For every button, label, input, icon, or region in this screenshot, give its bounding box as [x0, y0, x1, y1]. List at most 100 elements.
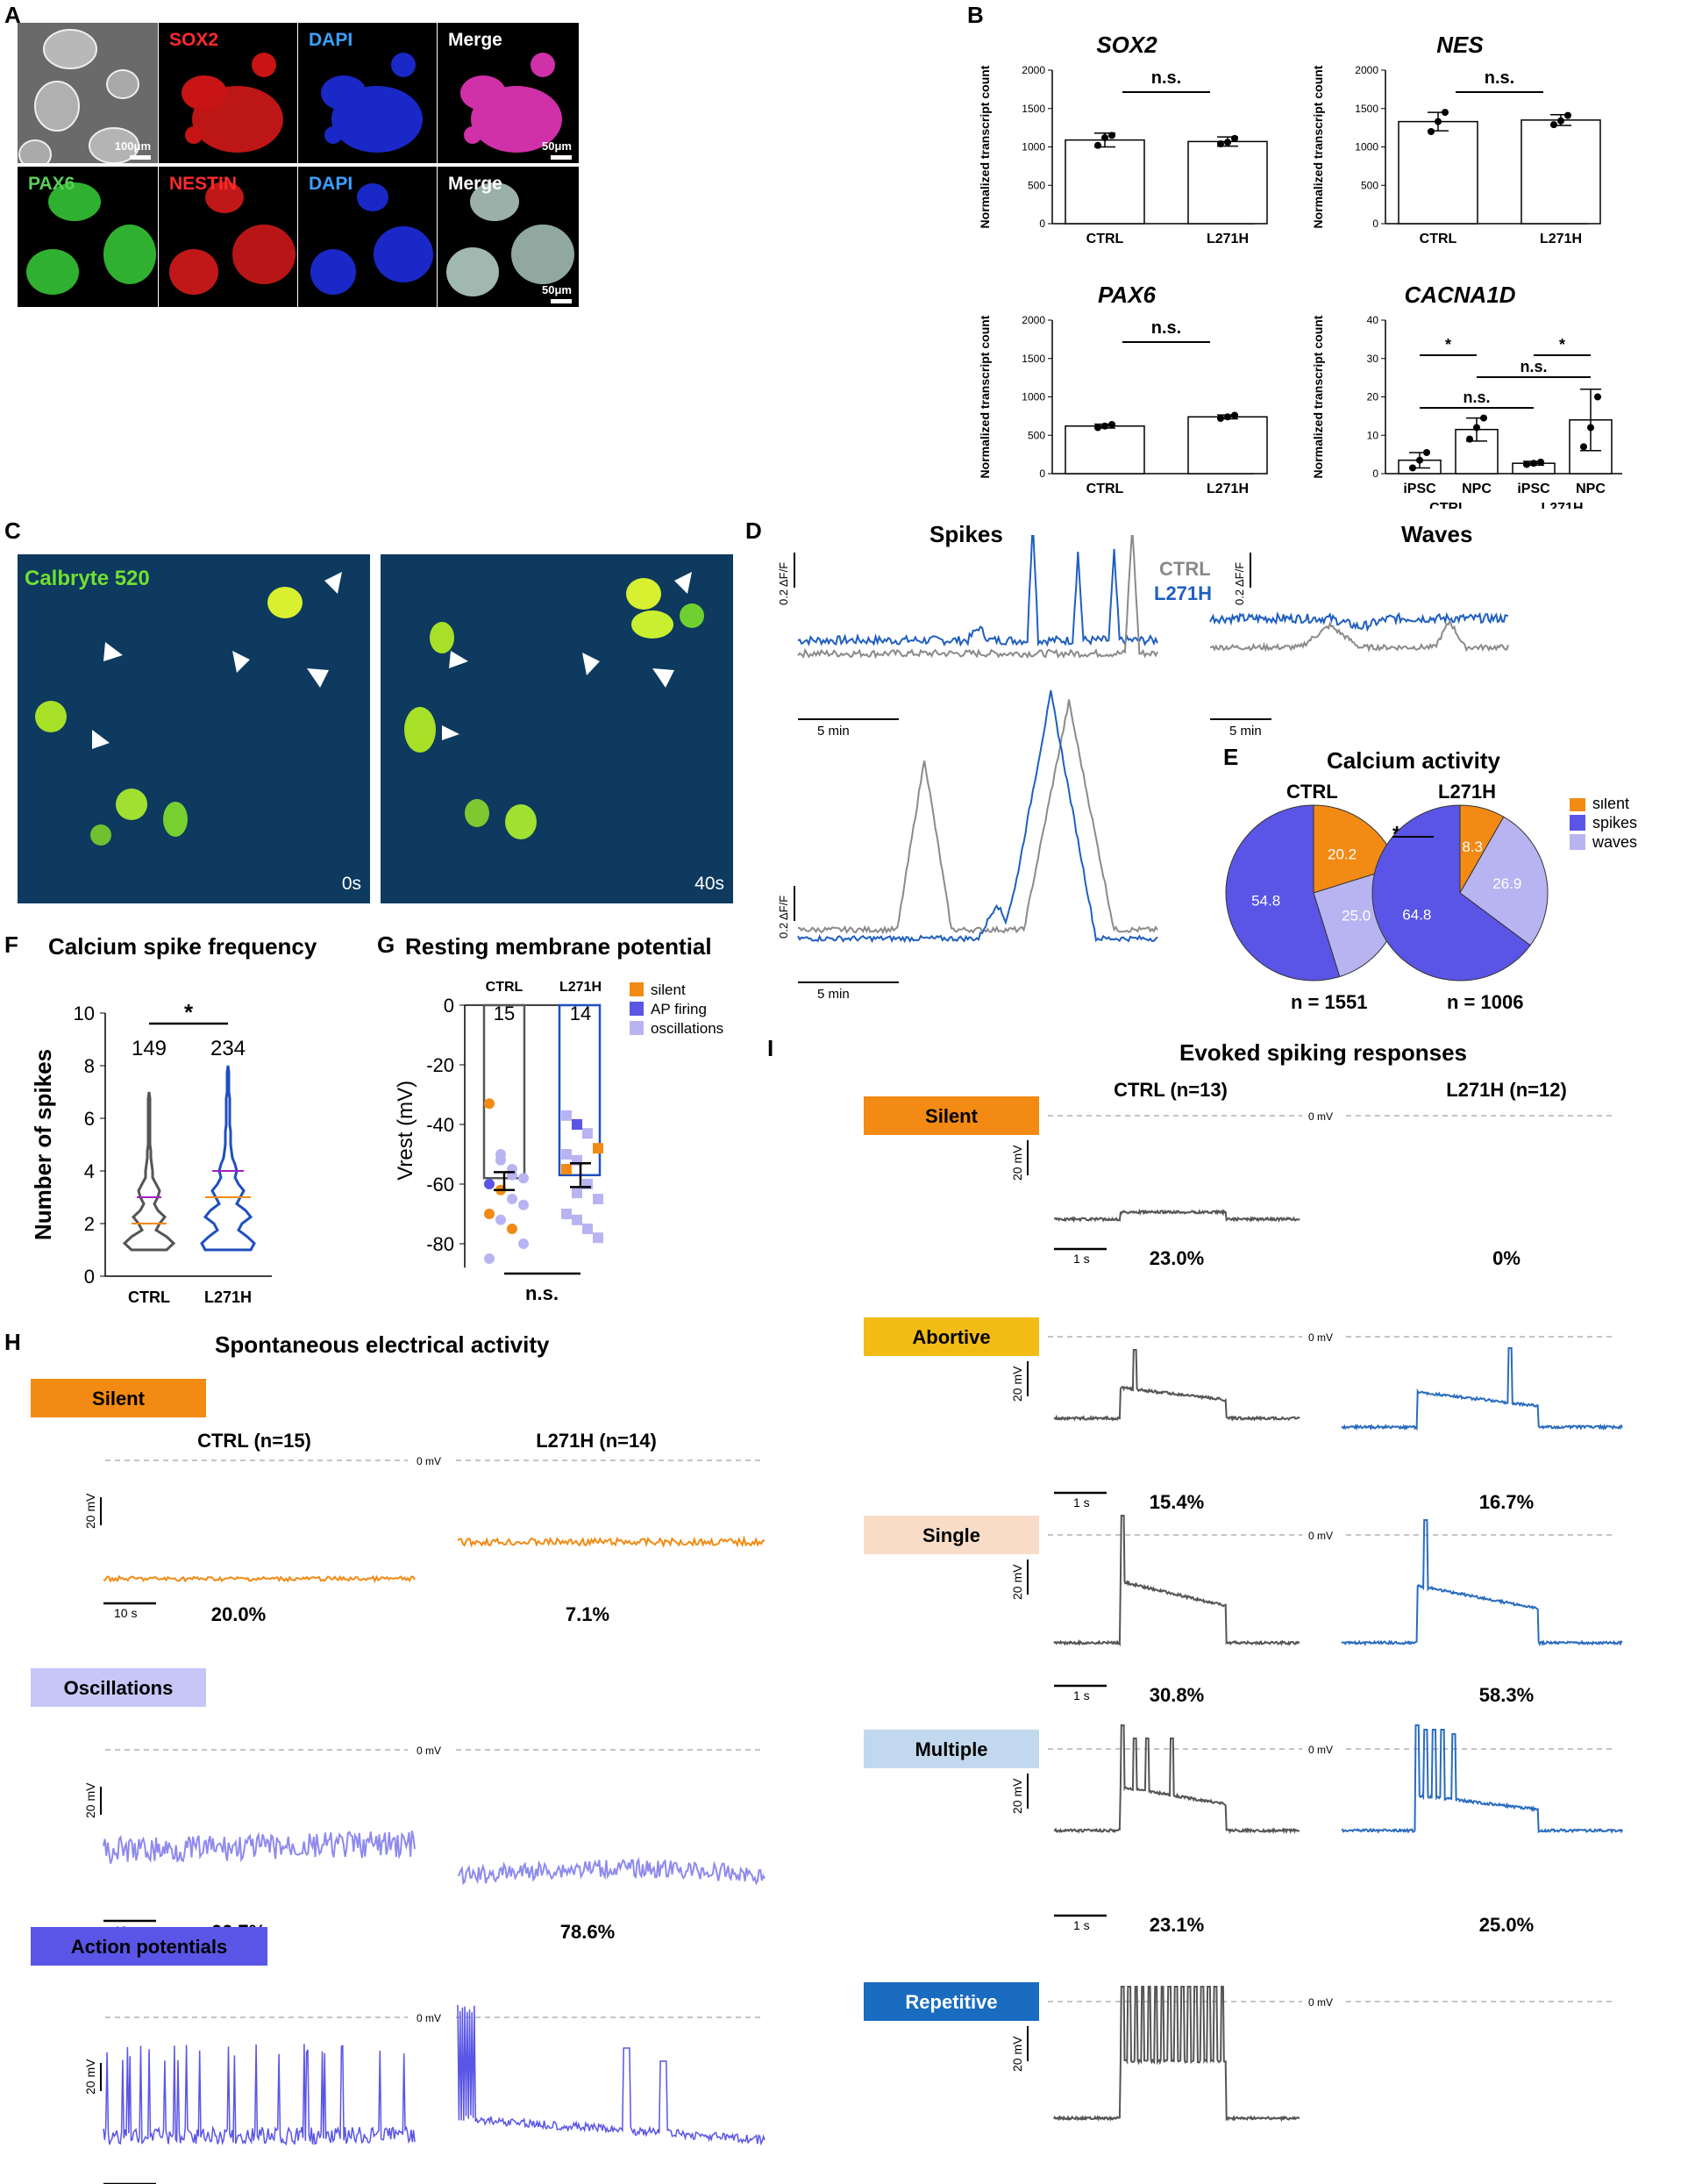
pie-left-n: n = 1551 — [1291, 991, 1368, 1013]
n-label: 234 — [210, 1037, 246, 1060]
row-label: Oscillations — [64, 1677, 174, 1699]
dapi-label-bottom: DAPI — [309, 174, 353, 194]
y-tick-label: 2000 — [1022, 314, 1045, 326]
data-point — [495, 1154, 506, 1166]
scale-bar — [130, 155, 151, 160]
x-scale-label: 1 s — [1073, 1918, 1090, 1932]
data-point — [582, 1224, 593, 1234]
percent-ctrl: 23.0% — [1150, 1247, 1204, 1269]
legend-ctrl: CTRL — [1159, 558, 1211, 580]
ns-label: n.s. — [525, 1282, 559, 1304]
group-label: L271H — [1541, 501, 1583, 509]
row-label-box — [864, 1982, 1039, 2021]
y-scale-label: 20 mV — [83, 1782, 97, 1818]
y-tick-label: 1000 — [1022, 391, 1045, 403]
y-scale-label: 20 mV — [83, 1493, 97, 1529]
y-tick-label: 500 — [1361, 179, 1378, 191]
y-axis-label: Normalized transcript count — [1311, 65, 1325, 228]
y-scale-label: 20 mV — [1010, 2036, 1024, 2072]
data-point — [561, 1110, 572, 1121]
ns-label: n.s. — [1151, 318, 1181, 338]
y-scale-label: 0.2 ΔF/F — [777, 896, 790, 939]
data-point — [518, 1173, 529, 1184]
voltage-trace — [103, 2044, 416, 2146]
percent-ctrl: 30.8% — [1150, 1684, 1204, 1706]
data-point — [572, 1188, 582, 1199]
data-point — [507, 1194, 517, 1204]
slice-label: 8.3 — [1462, 839, 1483, 855]
data-point — [593, 1194, 603, 1204]
scale-bar — [551, 155, 572, 160]
row-label: Single — [922, 1524, 980, 1546]
pie: 20.225.054.8 — [1225, 804, 1402, 981]
data-point — [1564, 111, 1571, 119]
panel-h-letter: H — [4, 1329, 21, 1355]
x-scale-label: 1 s — [1073, 1252, 1090, 1266]
data-point — [593, 1143, 603, 1154]
x-tick-label: CTRL — [1086, 232, 1124, 246]
y-scale-label: 20 mV — [1010, 1145, 1024, 1181]
bar — [1398, 120, 1478, 225]
brightfield-image: 100μm — [18, 23, 158, 163]
data-point — [1530, 460, 1537, 467]
row-label-box — [864, 1516, 1039, 1554]
y-tick-label: 30 — [1367, 353, 1379, 365]
legend-swatch — [630, 1002, 644, 1016]
y-tick-label: 0 — [1039, 218, 1045, 230]
zero-label: 0 mV — [417, 2012, 441, 2024]
row-label: Action potentials — [71, 1936, 227, 1958]
x-tick-label: L271H — [559, 980, 602, 995]
legend-swatch — [1570, 798, 1585, 811]
x-tick-label: L271H — [1207, 232, 1249, 246]
x-tick-label: iPSC — [1403, 482, 1436, 496]
data-point — [1428, 128, 1435, 135]
chart-title: PAX6 — [1098, 282, 1157, 308]
y-scale-label: 20 mV — [1010, 1366, 1024, 1402]
data-point — [572, 1119, 582, 1130]
column-header: L271H (n=14) — [536, 1430, 657, 1452]
data-point — [518, 1238, 529, 1249]
panel-e-letter: E — [1223, 744, 1239, 770]
data-point — [507, 1224, 517, 1234]
time-label-40s: 40s — [694, 874, 724, 894]
legend-label: AP firing — [651, 1001, 707, 1017]
y-tick-label: 0 — [1039, 467, 1045, 480]
data-point — [1550, 121, 1557, 129]
dapi-label-top: DAPI — [309, 30, 353, 50]
bar — [1187, 416, 1268, 475]
y-tick-label: -60 — [426, 1174, 454, 1195]
slice-label: 26.9 — [1492, 875, 1521, 892]
scale-bar-label: 50μm — [542, 283, 572, 296]
voltage-trace — [457, 2004, 766, 2146]
x-tick-label: CTRL — [128, 1288, 170, 1306]
data-point — [495, 1214, 506, 1225]
y-tick-label: 10 — [74, 1003, 95, 1024]
legend-swatch — [630, 982, 644, 996]
row-label: Abortive — [912, 1326, 990, 1348]
data-point — [1473, 424, 1480, 432]
x-tick-label: CTRL — [486, 980, 523, 995]
x-scale-label: 5 min — [817, 987, 850, 1002]
calcium-image-0s: Calbryte 520 0s — [18, 554, 370, 903]
calcium-activity-title: Calcium activity — [1327, 747, 1500, 774]
significance-label: * — [184, 999, 194, 1025]
y-tick-label: 1500 — [1022, 103, 1045, 115]
ns-label: n.s. — [1485, 68, 1514, 88]
legend-label: spikes — [1592, 814, 1637, 831]
data-point — [1094, 424, 1101, 432]
pie-left-title: CTRL — [1286, 781, 1338, 803]
voltage-trace — [457, 1857, 766, 1886]
slice-label: 20.2 — [1328, 846, 1357, 863]
data-point — [1523, 460, 1530, 468]
merge-image-top: Merge 50μm — [438, 23, 579, 163]
y-scale-label: 20 mV — [1010, 1564, 1024, 1600]
row-label: Silent — [92, 1388, 146, 1410]
data-point — [561, 1209, 572, 1219]
